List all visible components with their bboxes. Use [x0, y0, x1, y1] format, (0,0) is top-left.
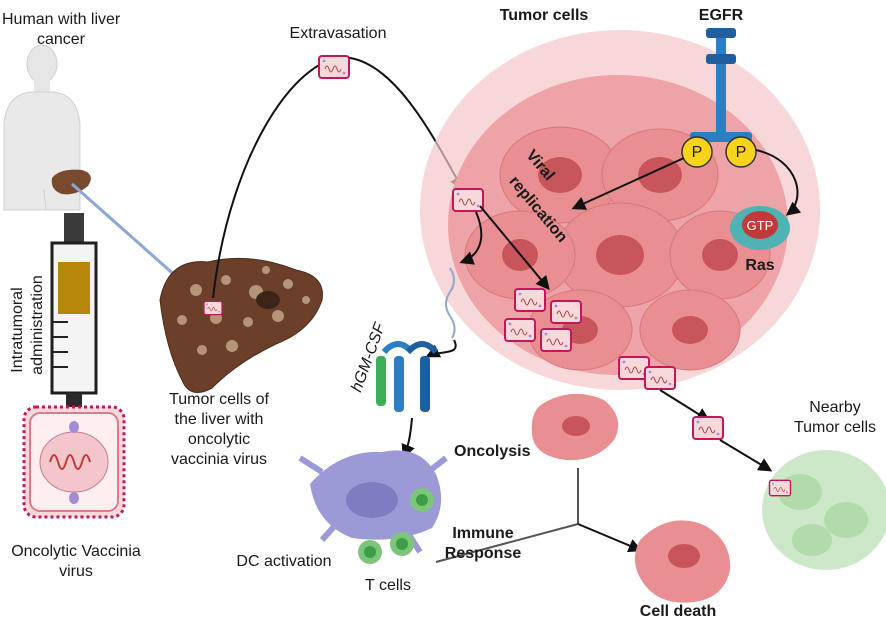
label-p-right: P — [735, 144, 747, 161]
dendritic-cell — [298, 450, 448, 554]
p-circle-right — [725, 136, 757, 168]
label-nearby-line1: Nearby — [809, 399, 861, 416]
label-human-line1: Human with liver — [2, 11, 121, 28]
label-liver-line3: oncolytic — [187, 431, 251, 448]
arrow-to-cell-death — [577, 523, 643, 553]
label-liver-line1: Tumor cells of — [169, 391, 269, 408]
nearby-tumor-cells — [762, 450, 886, 570]
label-extravasation: Extravasation — [289, 25, 387, 42]
label-human-line2: cancer — [36, 31, 86, 48]
gmcsf-receptor — [376, 341, 439, 412]
arrow-p-to-viral — [571, 157, 685, 210]
virus-tumor-entry — [452, 188, 484, 212]
label-virus-line1: Oncolytic Vaccinia — [11, 543, 141, 560]
p-circle-left — [681, 136, 713, 168]
dead-cell — [634, 520, 731, 603]
label-t-cells: T cells — [365, 577, 411, 594]
label-cell-death: Cell death — [639, 603, 717, 620]
label-oncolysis: Oncolysis — [454, 443, 531, 460]
label-immune-line1: Immune — [452, 525, 514, 542]
label-liver-line4: vaccinia virus — [170, 451, 268, 468]
arrow-to-dna — [459, 211, 483, 265]
label-administration: administration — [29, 275, 46, 375]
oncolysis-cell — [531, 393, 619, 461]
vaccinia-virus-large — [22, 405, 126, 519]
label-liver-line2: the liver with — [174, 411, 264, 428]
label-immune-line2: Response — [444, 545, 522, 562]
label-p-left: P — [691, 144, 703, 161]
arrow-to-nearby-cells — [719, 439, 773, 472]
arrow-to-gmcsf — [425, 339, 457, 358]
label-ras: Ras — [745, 257, 775, 274]
ras-protein — [730, 206, 790, 250]
immune-branch — [435, 468, 579, 563]
label-egfr: EGFR — [698, 7, 744, 24]
arrow-to-dc — [401, 417, 415, 459]
label-nearby-line2: Tumor cells — [793, 419, 877, 436]
arrow-to-replication — [479, 205, 550, 291]
label-intratumoral: Intratumoral — [9, 287, 26, 373]
human-liver-icon — [51, 169, 91, 195]
label-dc-activation: DC activation — [236, 553, 332, 570]
label-virus-line2: virus — [59, 563, 93, 580]
infected-liver — [159, 257, 323, 393]
arrow-to-nearby — [659, 389, 711, 422]
arrow-p-to-ras — [755, 149, 802, 216]
virus-nearby-transit — [692, 416, 724, 440]
t-cells — [358, 488, 434, 564]
label-tumor-cells: Tumor cells — [499, 7, 589, 24]
label-gtp: GTP — [746, 218, 774, 233]
syringe-icon — [50, 213, 98, 411]
virus-extravasation — [318, 55, 350, 79]
gmcsf-dna — [445, 267, 456, 339]
